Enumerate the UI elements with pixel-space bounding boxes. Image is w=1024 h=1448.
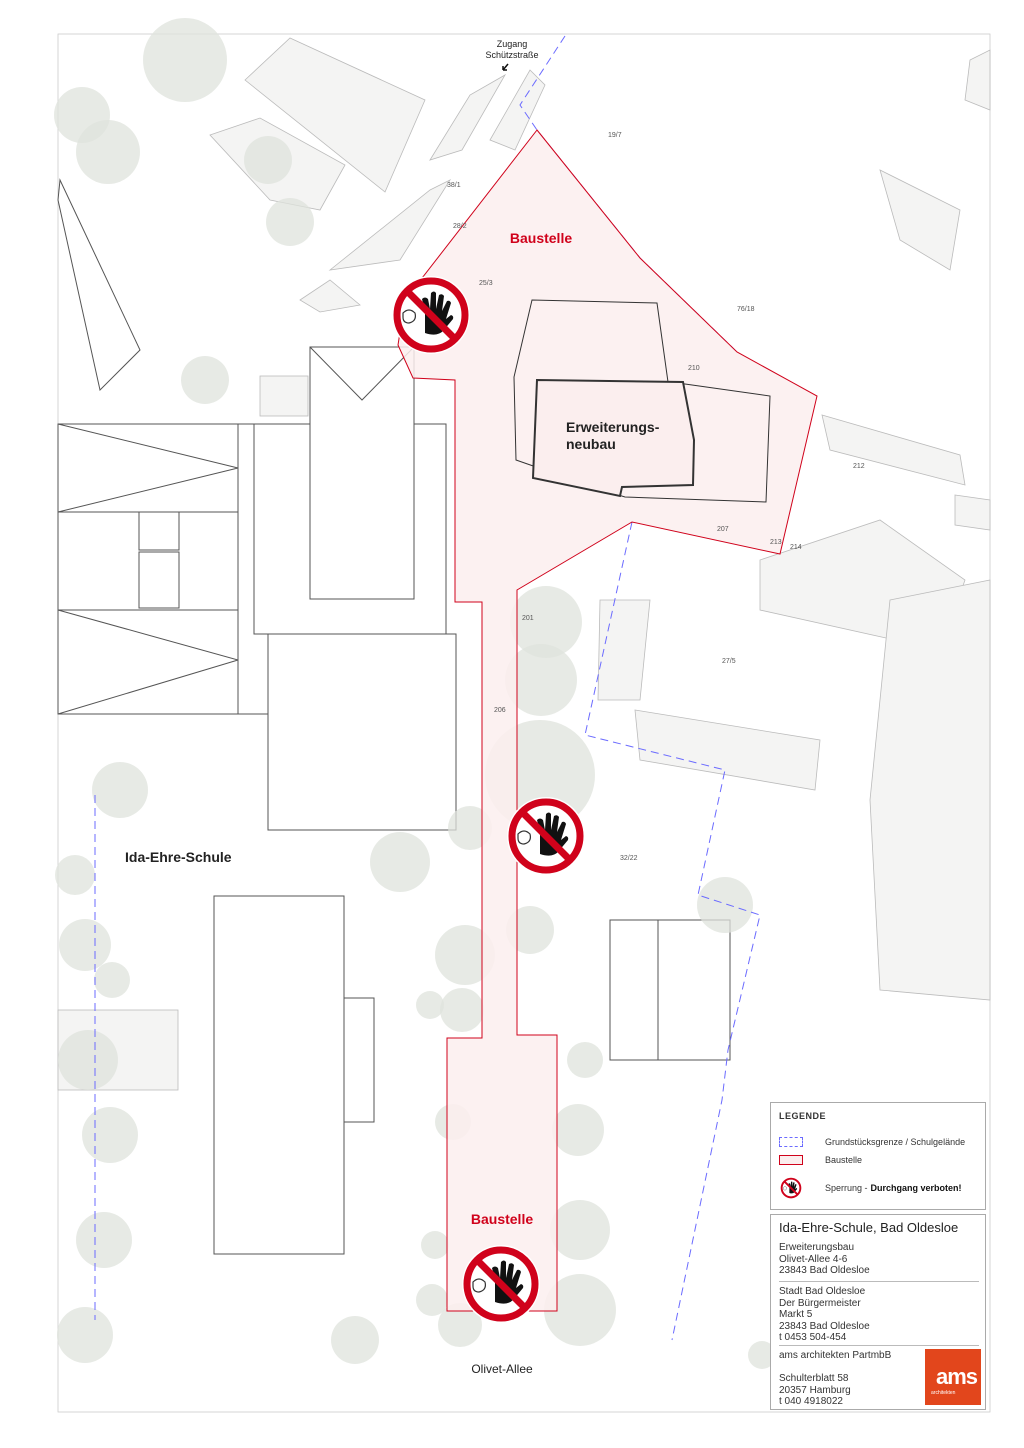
legend: LEGENDE Grundstücksgrenze / Schulgelände…: [770, 1102, 986, 1210]
svg-text:38/1: 38/1: [447, 182, 461, 189]
school-buildings: [57, 178, 731, 1255]
no-entry-hand-icon: [780, 1177, 802, 1199]
architect-info: ams architekten PartmbB Schulterblatt 58…: [779, 1345, 979, 1408]
svg-text:201: 201: [522, 615, 534, 622]
trees: [54, 18, 776, 1369]
svg-text:207: 207: [717, 526, 729, 533]
legend-item: Baustelle: [779, 1153, 862, 1167]
svg-text:214: 214: [790, 544, 802, 551]
title-block: Ida-Ehre-Schule, Bad Oldesloe Erweiterun…: [770, 1214, 986, 1410]
svg-text:213: 213: [770, 539, 782, 546]
arrow-icon: [502, 63, 509, 71]
new-building-label: neubau: [566, 436, 616, 452]
svg-text:28/2: 28/2: [453, 223, 467, 230]
new-building: [513, 299, 771, 503]
site-label: Baustelle: [510, 230, 572, 246]
new-building-label: Erweiterungs-: [566, 419, 660, 435]
no-entry-hand-icon: [392, 276, 470, 354]
no-entry-hand-icon: [507, 797, 585, 875]
legend-title: LEGENDE: [779, 1111, 827, 1121]
svg-text:76/18: 76/18: [737, 306, 755, 313]
svg-text:19/7: 19/7: [608, 132, 622, 139]
project-info: Erweiterungsbau Olivet-Allee 4-6 23843 B…: [779, 1242, 870, 1276]
school-label: Ida-Ehre-Schule: [125, 849, 232, 865]
no-entry-hand-icon: [462, 1245, 540, 1323]
ams-logo: ams architekten: [925, 1349, 981, 1405]
site-area-icon: [779, 1155, 803, 1165]
svg-text:25/3: 25/3: [479, 280, 493, 287]
street-label: Olivet-Allee: [471, 1362, 533, 1376]
parcel-numbers: 19/7 38/1 28/2 25/3 76/18 210 212 207 21…: [447, 132, 865, 862]
project-title: Ida-Ehre-Schule, Bad Oldesloe: [779, 1220, 959, 1235]
property-boundary: [519, 35, 738, 353]
site-label: Baustelle: [471, 1211, 533, 1227]
client-info: Stadt Bad Oldesloe Der Bürgermeister Mar…: [779, 1281, 979, 1344]
access-label: Schützstraße: [485, 50, 538, 60]
svg-text:212: 212: [853, 463, 865, 470]
access-label: Zugang: [497, 39, 528, 49]
legend-item: Grundstücksgrenze / Schulgelände: [779, 1135, 965, 1149]
svg-text:206: 206: [494, 707, 506, 714]
property-boundary: [584, 521, 761, 1341]
svg-text:32/22: 32/22: [620, 855, 638, 862]
legend-item: Sperrung - Durchgang verboten!: [779, 1177, 962, 1199]
svg-text:210: 210: [688, 365, 700, 372]
svg-text:27/5: 27/5: [722, 658, 736, 665]
dashed-boundary-icon: [779, 1137, 803, 1147]
